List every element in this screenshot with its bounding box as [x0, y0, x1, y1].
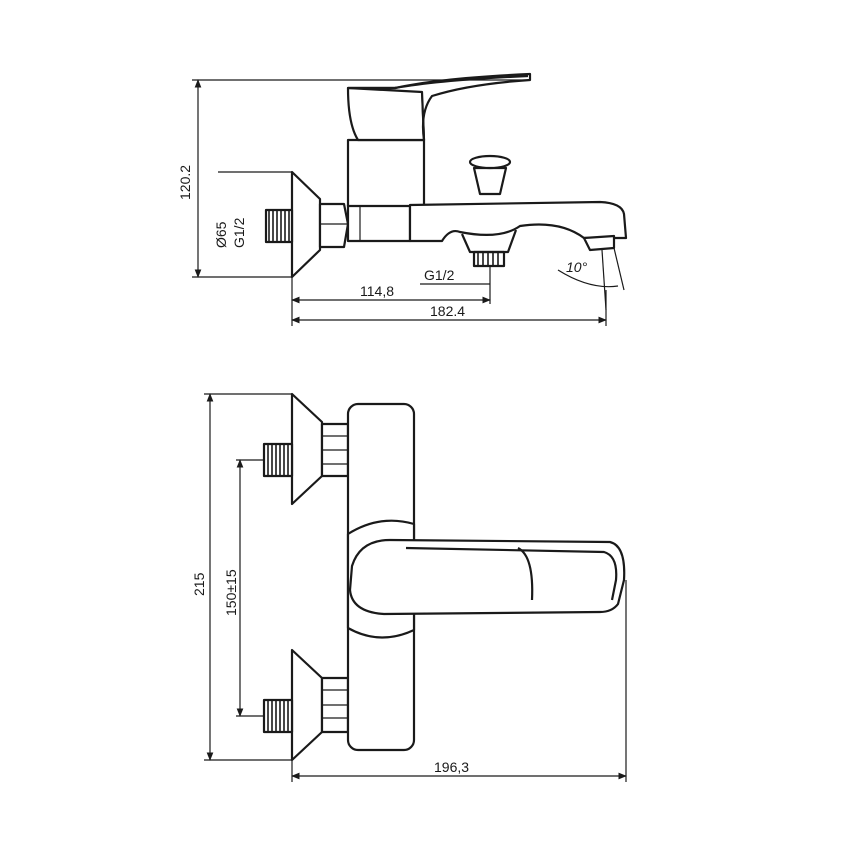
dim-front-depth-label: 196,3: [434, 759, 469, 775]
top-flange: [290, 392, 324, 506]
connector-pipe: [346, 203, 412, 243]
side-view: 120.2 Ø65 G1/2 10° G1/2 114,8 182.4: [177, 72, 628, 326]
dim-diameter-label: Ø65: [213, 221, 229, 248]
dim-outlet-distance-label: 114,8: [360, 283, 394, 299]
dim-inlet-thread-label: G1/2: [231, 217, 247, 248]
spout: [408, 200, 628, 243]
dim-front-height-label: 215: [191, 572, 207, 596]
dim-angle-label: 10°: [566, 259, 588, 275]
hex-nut: [318, 202, 350, 249]
wall-flange: [290, 170, 322, 279]
spout-outlet: [582, 234, 616, 252]
dim-inlet-spacing-label: 150±15: [223, 569, 239, 616]
dim-height-label: 120.2: [177, 165, 193, 200]
cartridge-cap: [346, 86, 426, 142]
mixer-body: [346, 138, 426, 208]
inlet-thread: [264, 208, 294, 244]
dim-total-depth-label: 182.4: [430, 303, 465, 319]
front-view: 215 150±15 196,3: [191, 392, 627, 782]
diverter-knob: [472, 166, 508, 196]
front-lever-handle: [348, 538, 626, 616]
dim-outlet-thread-label: G1/2: [424, 267, 455, 283]
bottom-flange: [290, 648, 324, 762]
